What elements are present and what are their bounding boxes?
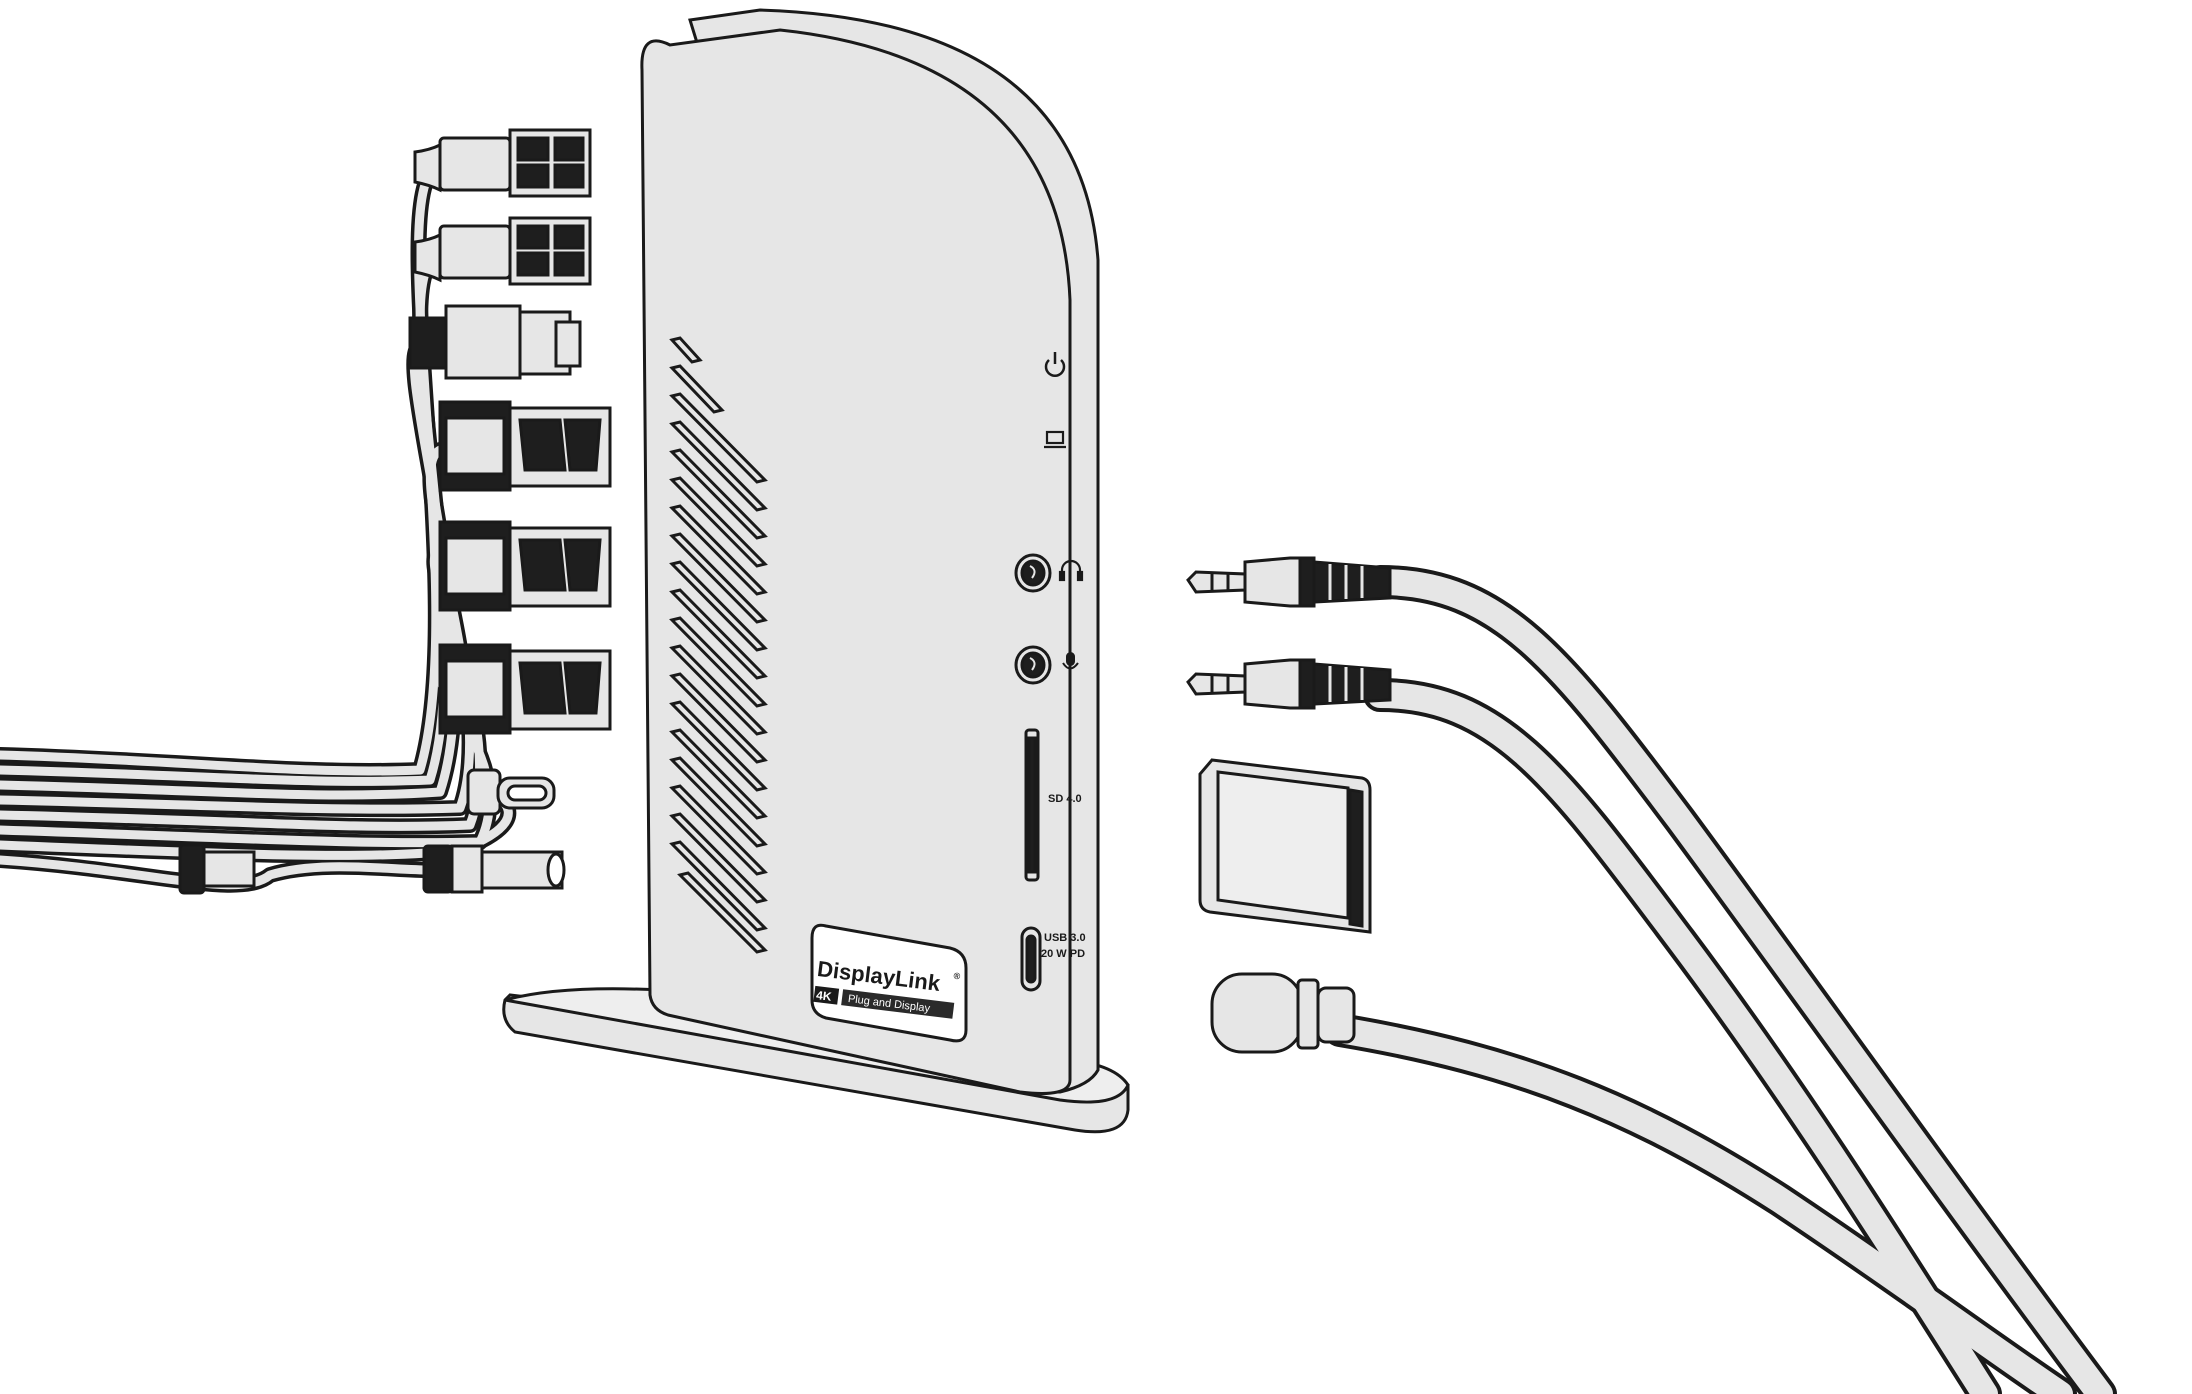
- hdmi-plug-3: [438, 643, 612, 735]
- usb-a-plug-2: [413, 216, 592, 286]
- hdmi-plug-2: [438, 520, 612, 612]
- headphone-icon: [1058, 559, 1084, 582]
- laptop-icon: [1044, 430, 1066, 449]
- displaylink-logo-badge: DisplayLink ® 4K Plug and Display: [810, 923, 968, 1043]
- headphone-jack-port: [1014, 553, 1052, 593]
- usb-c-plug-right: [1210, 972, 1356, 1054]
- usb-a-plug-1: [413, 128, 592, 198]
- displaylink-trademark: ®: [953, 971, 961, 982]
- ethernet-plug: [408, 304, 582, 380]
- microphone-icon: [1062, 652, 1079, 676]
- usb-c-port-label-line2: 20 W PD: [1041, 948, 1085, 960]
- hdmi-plug-1: [438, 400, 612, 492]
- power-icon: [1044, 352, 1066, 377]
- dc-power-plug: [178, 843, 566, 895]
- dock-vents: [669, 336, 768, 954]
- usb-c-port-label-line1: USB 3.0: [1044, 932, 1086, 944]
- displaylink-4k-badge: 4K: [815, 988, 832, 1004]
- audio-jack-plug-1: [1186, 556, 1392, 608]
- sd-card: [1198, 758, 1372, 934]
- microphone-jack-port: [1014, 645, 1052, 685]
- usb-c-plug-left: [466, 768, 556, 816]
- usb-c-port: [1020, 926, 1042, 992]
- sd-port-label: SD 4.0: [1048, 793, 1082, 805]
- audio-jack-plug-2: [1186, 658, 1392, 710]
- right-cable-bundle: [1323, 565, 2117, 1394]
- sd-card-slot: [1024, 728, 1040, 882]
